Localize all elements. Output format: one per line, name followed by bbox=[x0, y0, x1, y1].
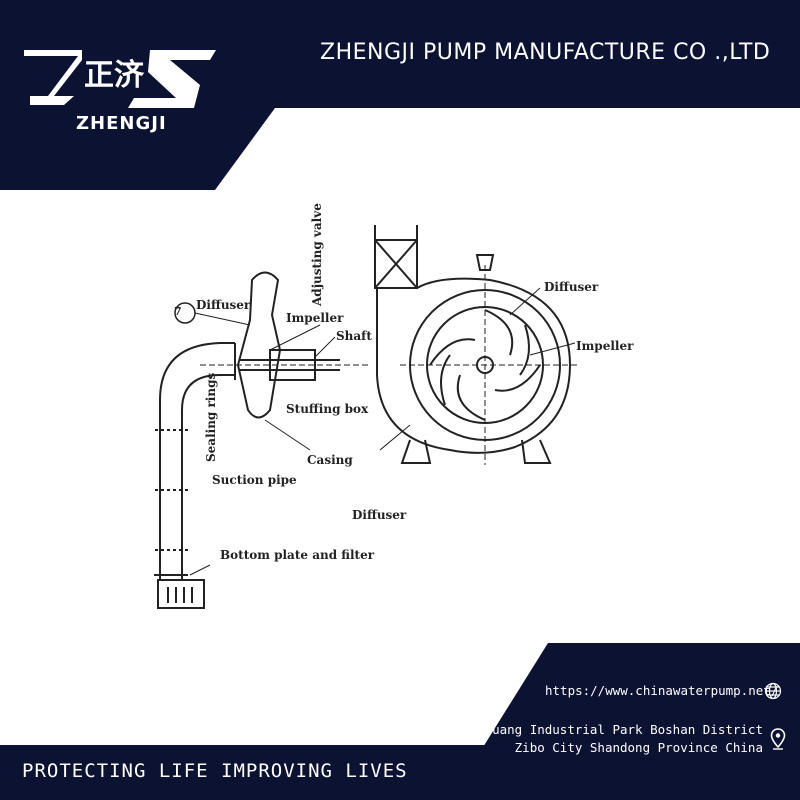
volute-casing-drawing bbox=[374, 225, 580, 465]
label-callout-number: 7 bbox=[174, 305, 182, 318]
logo-panel bbox=[0, 0, 275, 190]
label-diffuser-center: Diffuser bbox=[352, 508, 407, 522]
logo-glyphs: 正济 bbox=[84, 58, 144, 93]
label-casing: Casing bbox=[307, 453, 353, 467]
label-stuffing-box: Stuffing box bbox=[286, 402, 369, 416]
label-diffuser-right: Diffuser bbox=[544, 280, 599, 294]
pump-diagram bbox=[154, 225, 580, 609]
label-impeller-left: Impeller bbox=[286, 311, 344, 325]
leader-lines bbox=[189, 287, 576, 576]
label-bottom-plate: Bottom plate and filter bbox=[220, 548, 375, 562]
section-impeller-drawing bbox=[200, 271, 370, 419]
company-name: ZHENGJI PUMP MANUFACTURE CO .,LTD bbox=[320, 40, 771, 65]
label-suction-pipe: Suction pipe bbox=[212, 473, 297, 487]
logo-wordmark: ZHENGJI bbox=[76, 113, 167, 134]
location-pin-icon bbox=[770, 728, 786, 750]
suction-pipe-drawing bbox=[154, 342, 235, 609]
website-url[interactable]: https://www.chinawaterpump.net/ bbox=[545, 683, 779, 698]
logo-mark bbox=[24, 50, 216, 108]
slogan: PROTECTING LIFE IMPROVING LIVES bbox=[22, 760, 408, 782]
address-line-1: Nanzhuang Industrial Park Boshan Distric… bbox=[454, 722, 763, 737]
label-impeller-right: Impeller bbox=[576, 339, 634, 353]
label-diffuser-left: Diffuser bbox=[196, 298, 251, 312]
globe-icon bbox=[764, 682, 782, 700]
label-shaft: Shaft bbox=[336, 329, 372, 343]
address-line-2: Zibo City Shandong Province China bbox=[514, 740, 763, 755]
